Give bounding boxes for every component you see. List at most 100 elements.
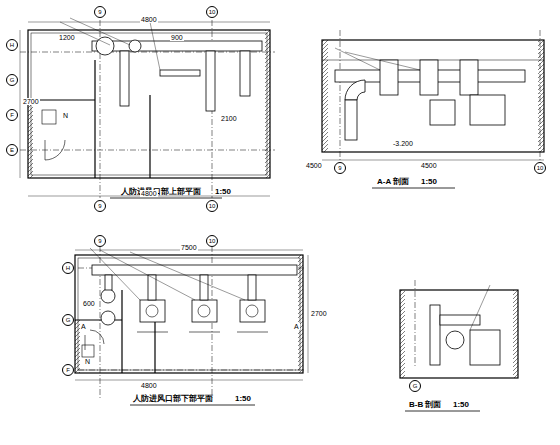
wall [121, 290, 122, 373]
fan-symbol [246, 305, 258, 317]
axis-bubble: G [409, 380, 421, 392]
dimension-line [20, 22, 544, 380]
fan-symbol [137, 305, 268, 332]
air-duct [120, 51, 129, 106]
air-duct [470, 330, 500, 365]
view-title: 1:50 [420, 178, 438, 186]
leader-line [345, 52, 420, 70]
axis-bubble: G [6, 74, 18, 86]
dimension-text: 2100 [220, 115, 238, 122]
wall-hatch [513, 290, 518, 378]
title-underline [130, 405, 255, 406]
dimension-text: 1200 [58, 34, 76, 41]
air-duct [430, 100, 455, 125]
dimension-text: 4500 [420, 162, 438, 169]
air-duct [420, 60, 438, 95]
axis-bubble: G [62, 314, 74, 326]
air-duct [430, 305, 440, 365]
air-duct [105, 275, 112, 290]
dimension-text: 4800 [140, 382, 158, 389]
grid-line [20, 150, 275, 151]
axis-number: 9 [98, 203, 101, 209]
dimension-text: 2700 [310, 310, 328, 317]
leader-line [60, 18, 490, 330]
axis-bubble: 9 [94, 235, 106, 247]
wall-hatch [28, 30, 544, 378]
axis-number: G [66, 317, 71, 323]
dimension-line [322, 160, 544, 161]
door-symbol [82, 345, 94, 357]
axis-bubble: 9 [334, 162, 346, 174]
air-duct [440, 315, 480, 325]
air-duct [192, 300, 217, 322]
wall [28, 30, 270, 178]
air-duct [92, 41, 262, 51]
axis-bubble: 9 [94, 200, 106, 212]
axis-bubble: 10 [206, 6, 218, 18]
fan-symbol [198, 305, 210, 317]
fan-symbol [237, 332, 268, 333]
wall-hatch [538, 40, 544, 152]
wall-hatch [322, 40, 328, 152]
axis-number: F [66, 367, 70, 373]
dimension-text: N [84, 358, 91, 365]
wall-hatch [265, 30, 270, 178]
dimension-text: 4800 [140, 16, 158, 23]
air-duct [470, 95, 505, 125]
axis-number: 9 [98, 9, 101, 15]
axis-bubble: F [62, 364, 74, 376]
dimension-text: 7500 [180, 244, 198, 251]
air-duct [206, 51, 215, 111]
air-duct [248, 275, 256, 300]
axis-bubble: 10 [534, 162, 546, 174]
fan-symbol [189, 332, 220, 333]
air-duct [101, 311, 115, 325]
title-underline [110, 198, 222, 199]
title-underline [372, 188, 455, 189]
axis-bubble: F [6, 109, 18, 121]
air-duct [446, 331, 464, 349]
dimension-line [308, 255, 309, 373]
air-duct [92, 265, 297, 275]
dimension-text: N [62, 112, 69, 119]
axis-number: 10 [209, 9, 216, 15]
dimension-line [20, 30, 21, 178]
wall [28, 30, 544, 378]
grid-line [415, 280, 416, 368]
axis-number: 9 [338, 165, 341, 171]
axis-number: 10 [209, 238, 216, 244]
air-duct [140, 300, 165, 322]
air-duct [240, 51, 250, 96]
view-title: B-B 剖面 [408, 401, 442, 409]
air-duct [92, 37, 525, 365]
wall [322, 40, 544, 152]
axis-number: H [10, 42, 14, 48]
fan-symbol [146, 305, 158, 317]
dimension-text: 600 [82, 300, 96, 307]
wall [149, 95, 150, 178]
axis-number: E [10, 147, 14, 153]
air-duct [129, 40, 141, 52]
door-symbol [45, 140, 65, 160]
leader-line [100, 250, 195, 300]
leader-line [335, 48, 380, 70]
title-underline [110, 188, 480, 411]
dimension-text: A [80, 323, 87, 330]
door-symbol [42, 110, 56, 124]
air-duct [345, 80, 365, 100]
wall [75, 255, 303, 373]
air-duct [101, 289, 115, 303]
title-underline [405, 411, 480, 412]
air-duct [200, 275, 208, 300]
axis-bubble: 10 [206, 200, 218, 212]
axis-bubble: H [62, 262, 74, 274]
dimension-text: A [293, 323, 300, 330]
axis-number: 10 [537, 165, 544, 171]
axis-number: G [10, 77, 15, 83]
grid-line [340, 30, 341, 161]
air-duct [380, 60, 398, 95]
door-symbol [42, 110, 104, 357]
axis-number: H [66, 265, 70, 271]
door-symbol [85, 335, 86, 350]
